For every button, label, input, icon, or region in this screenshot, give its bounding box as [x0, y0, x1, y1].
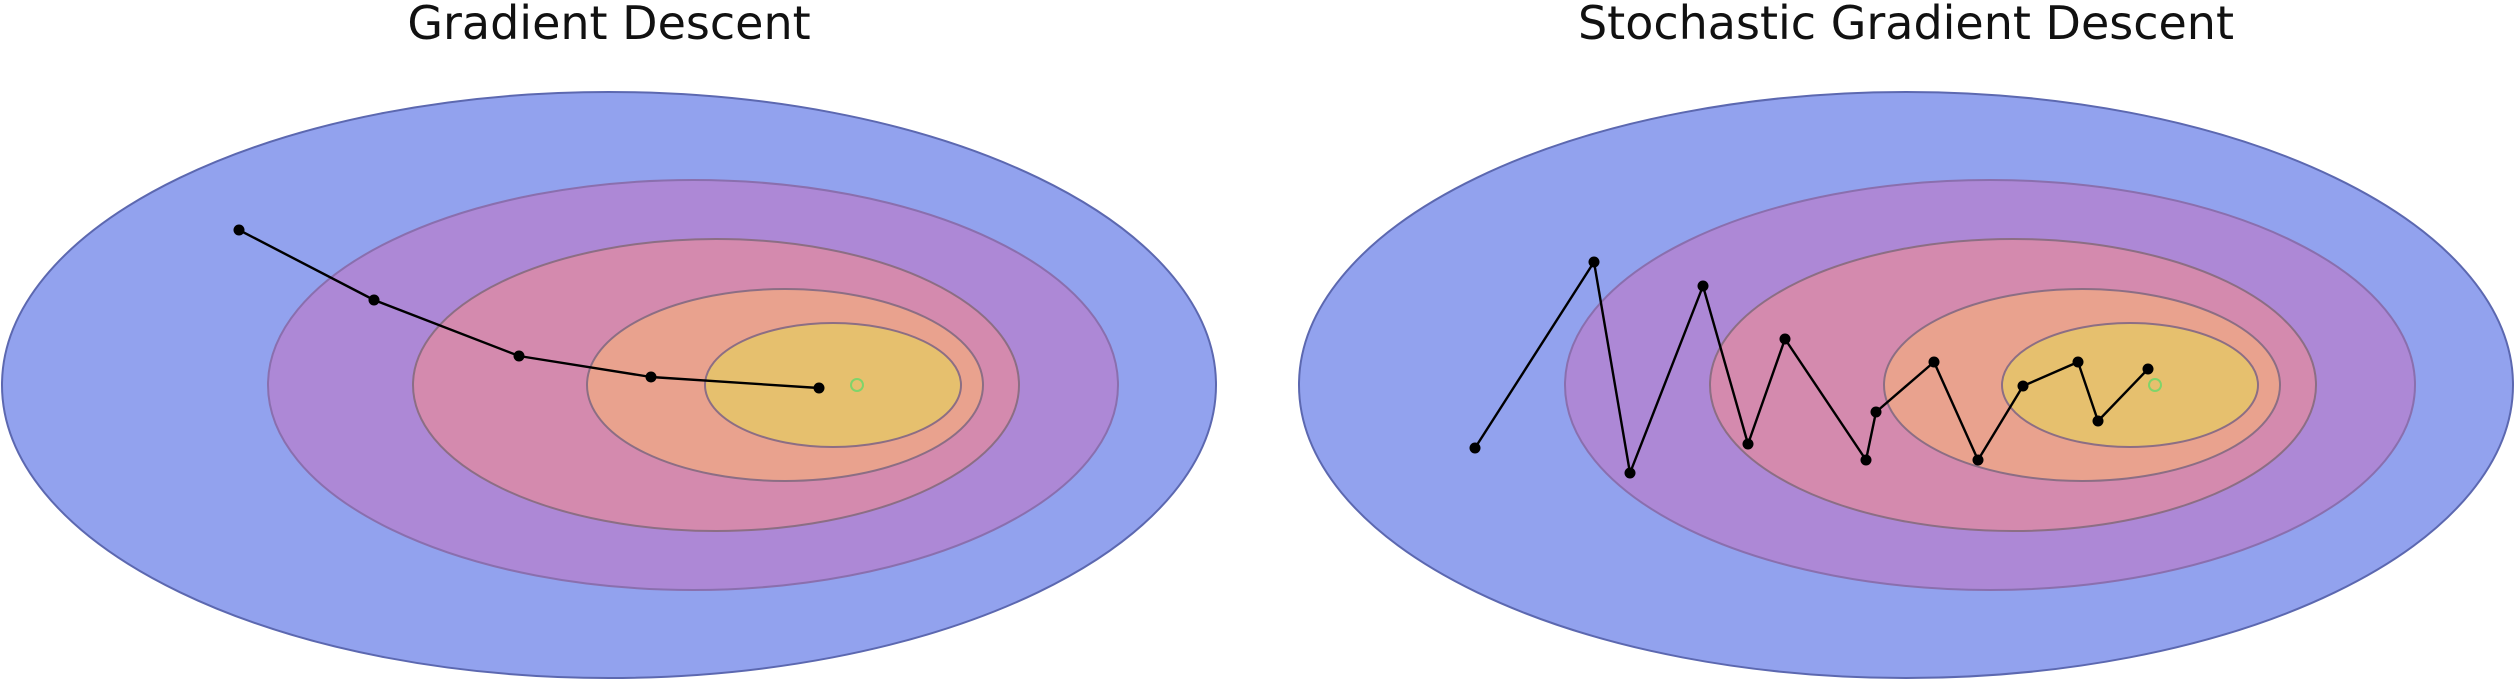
gradient-descent-title: Gradient Descent	[407, 0, 811, 50]
step-point	[1742, 438, 1754, 450]
gradient-descent-panel	[1, 91, 1217, 679]
step-point	[1624, 467, 1636, 479]
step-point	[233, 224, 245, 236]
step-point	[1972, 454, 1984, 466]
step-point	[368, 294, 380, 306]
contour-inner	[2001, 322, 2259, 448]
stochastic-gradient-descent-title: Stochastic Gradient Descent	[1577, 0, 2235, 50]
step-point	[2142, 363, 2154, 375]
step-point	[813, 382, 825, 394]
step-point	[1870, 406, 1882, 418]
step-point	[1469, 442, 1481, 454]
optimum-marker	[2148, 378, 2162, 392]
step-point	[2017, 380, 2029, 392]
optimum-marker	[850, 378, 864, 392]
step-point	[1779, 333, 1791, 345]
contour-inner	[704, 322, 962, 448]
step-point	[1860, 454, 1872, 466]
step-point	[2072, 356, 2084, 368]
step-point	[2092, 415, 2104, 427]
step-point	[1697, 280, 1709, 292]
step-point	[645, 371, 657, 383]
step-point	[1928, 356, 1940, 368]
step-point	[1588, 256, 1600, 268]
stochastic-gradient-descent-panel	[1298, 91, 2514, 679]
stochastic-descent-path	[1473, 260, 2149, 475]
step-point	[513, 350, 525, 362]
